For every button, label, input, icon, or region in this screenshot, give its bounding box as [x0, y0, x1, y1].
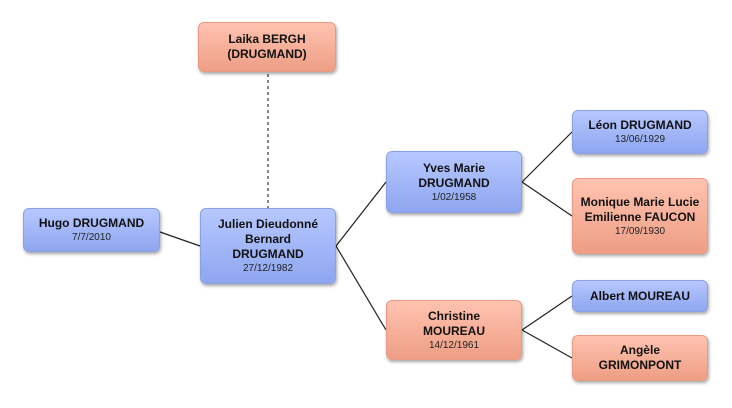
- person-name: Albert MOUREAU: [589, 288, 690, 303]
- person-monique-faucon[interactable]: Monique Marie Lucie Emilienne FAUCON 17/…: [572, 178, 708, 254]
- person-leon-drugmand[interactable]: Léon DRUGMAND 13/06/1929: [572, 110, 708, 154]
- person-albert-moureau[interactable]: Albert MOUREAU: [572, 280, 708, 312]
- person-date: 14/12/1961: [428, 339, 480, 351]
- link-yves-leon: [521, 131, 573, 183]
- person-name: Yves Marie DRUGMAND: [418, 160, 490, 190]
- person-hugo-drugmand[interactable]: Hugo DRUGMAND 7/7/2010: [23, 208, 160, 252]
- person-date: 27/12/1982: [242, 263, 294, 274]
- person-date: 13/06/1929: [614, 134, 666, 145]
- link-julien-christine: [335, 245, 387, 331]
- person-name: Christine MOUREAU: [423, 308, 485, 338]
- person-laika-bergh[interactable]: Laika BERGH (DRUGMAND): [198, 22, 336, 72]
- link-yves-monique: [521, 181, 573, 217]
- link-christine-albert: [521, 295, 573, 331]
- person-name: Hugo DRUGMAND: [38, 216, 145, 230]
- person-date: 1/02/1958: [431, 191, 477, 203]
- person-name: Monique Marie Lucie Emilienne FAUCON: [580, 194, 700, 224]
- person-name: Laika BERGH (DRUGMAND): [227, 32, 307, 61]
- person-yves-drugmand[interactable]: Yves Marie DRUGMAND 1/02/1958: [386, 151, 522, 213]
- person-date: 7/7/2010: [72, 232, 111, 243]
- person-date: 17/09/1930: [614, 225, 666, 237]
- person-name: Léon DRUGMAND: [588, 118, 692, 132]
- link-hugo-julien: [159, 231, 201, 247]
- person-christine-moureau[interactable]: Christine MOUREAU 14/12/1961: [386, 300, 522, 360]
- link-julien-yves: [335, 181, 387, 247]
- person-name: Julien Dieudonné Bernard DRUGMAND: [217, 217, 318, 261]
- person-julien-drugmand[interactable]: Julien Dieudonné Bernard DRUGMAND 27/12/…: [200, 208, 336, 284]
- link-christine-angele: [521, 329, 573, 359]
- person-name: Angèle GRIMONPONT: [598, 343, 682, 372]
- person-angele-grimonpont[interactable]: Angèle GRIMONPONT: [572, 335, 708, 381]
